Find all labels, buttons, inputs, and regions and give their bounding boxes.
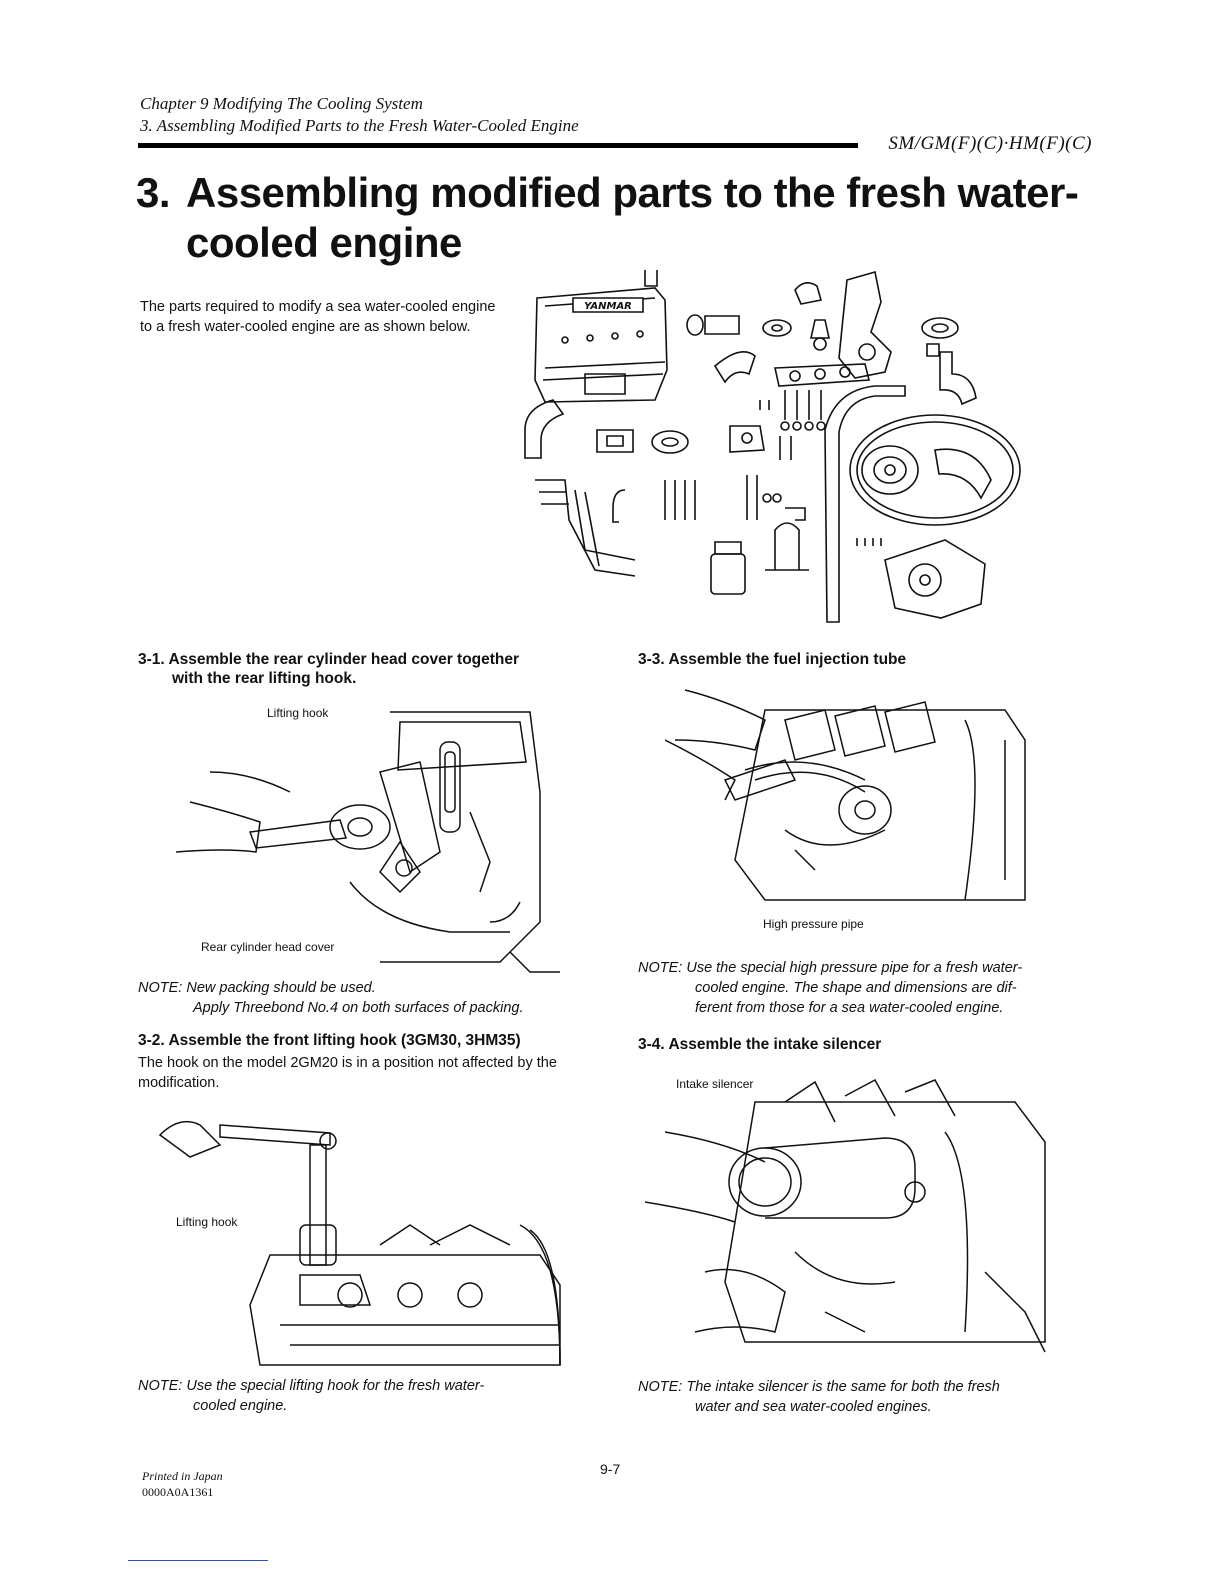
section-3-1-title-line2: with the rear lifting hook.: [172, 670, 357, 687]
note-3-1-line1: New packing should be used.: [186, 980, 376, 996]
footer-code: 0000A0A1361: [142, 1485, 214, 1499]
section-3-1-title-line1: 3-1. Assemble the rear cylinder head cov…: [138, 651, 520, 668]
title-line2: cooled engine: [186, 219, 462, 266]
note-3-3-label: NOTE:: [638, 960, 683, 976]
title-number: 3.: [136, 169, 171, 216]
note-3-3-line1: Use the special high pressure pipe for a…: [686, 960, 1023, 976]
page-title: 3. Assembling modified parts to the fresh…: [136, 168, 1096, 268]
note-3-2-label: NOTE:: [138, 1378, 183, 1394]
note-3-2: NOTE: Use the special lifting hook for t…: [138, 1376, 588, 1416]
figure-3-1: [150, 692, 580, 977]
note-3-1-label: NOTE:: [138, 980, 183, 996]
label-lifting-hook-1: Lifting hook: [267, 706, 329, 720]
figure-3-2: [150, 1095, 580, 1370]
note-3-3-line2: cooled engine. The shape and dimensions …: [695, 980, 1017, 996]
note-3-4-label: NOTE:: [638, 1379, 683, 1395]
parts-figure: YANMAR: [515, 270, 1035, 635]
label-lifting-hook-2: Lifting hook: [176, 1215, 238, 1229]
page-number: 9-7: [600, 1461, 621, 1477]
note-3-3: NOTE: Use the special high pressure pipe…: [638, 958, 1098, 1018]
yanmar-logo: YANMAR: [584, 301, 632, 312]
section-3-2-body: The hook on the model 2GM20 is in a posi…: [138, 1055, 557, 1091]
bolts-group-1: [760, 390, 825, 430]
note-3-2-line1: Use the special lifting hook for the fre…: [186, 1378, 485, 1394]
title-line1: Assembling modified parts to the fresh w…: [186, 169, 1079, 216]
note-3-2-line2: cooled engine.: [193, 1398, 288, 1414]
label-intake-silencer: Intake silencer: [676, 1077, 754, 1091]
label-rear-cylinder-head-cover: Rear cylinder head cover: [201, 940, 335, 954]
note-3-4: NOTE: The intake silencer is the same fo…: [638, 1377, 1098, 1417]
footer-printed: Printed in Japan: [142, 1469, 223, 1483]
note-3-1: NOTE: New packing should be used. Apply …: [138, 978, 598, 1018]
section-header: 3. Assembling Modified Parts to the Fres…: [140, 116, 579, 135]
figure-3-4: [645, 1072, 1075, 1372]
footer-rule: [128, 1560, 268, 1561]
rocker-cover-drawing: YANMAR: [535, 270, 667, 402]
model-header: SM/GM(F)(C)·HM(F)(C): [888, 133, 1092, 154]
note-3-1-line2: Apply Threebond No.4 on both surfaces of…: [193, 1000, 524, 1016]
section-3-2-heading: 3-2. Assemble the front lifting hook (3G…: [138, 1032, 521, 1049]
header-rule: [138, 143, 858, 148]
label-high-pressure-pipe: High pressure pipe: [763, 917, 864, 931]
figure-3-3: [665, 680, 1035, 910]
section-3-1-heading: 3-1. Assemble the rear cylinder head cov…: [138, 650, 598, 688]
note-3-3-line3: ferent from those for a sea water-cooled…: [695, 1000, 1004, 1016]
intro-paragraph: The parts required to modify a sea water…: [140, 299, 496, 335]
note-3-4-line1: The intake silencer is the same for both…: [686, 1379, 1000, 1395]
note-3-4-line2: water and sea water-cooled engines.: [695, 1399, 932, 1415]
section-3-4-heading: 3-4. Assemble the intake silencer: [638, 1036, 882, 1053]
section-3-3-heading: 3-3. Assemble the fuel injection tube: [638, 651, 907, 668]
chapter-header: Chapter 9 Modifying The Cooling System: [140, 94, 423, 113]
belt-pulley-drawing: [850, 415, 1020, 525]
